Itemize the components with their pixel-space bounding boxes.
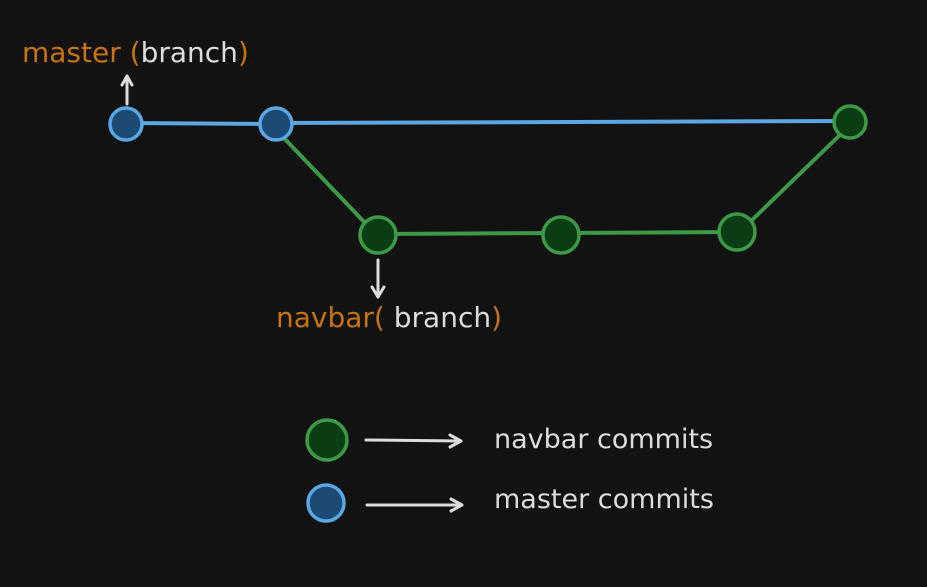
navbar-edge-merge <box>748 130 845 224</box>
master-commit-node <box>108 106 144 142</box>
legend-navbar-label: navbar commits <box>494 424 713 455</box>
legend: navbar commits master commits <box>305 418 714 523</box>
navbar-branch-label: navbar( branch) <box>276 301 502 334</box>
navbar-pointer-arrow <box>370 258 386 299</box>
legend-navbar-swatch <box>305 418 349 462</box>
navbar-edge-2 <box>559 230 739 235</box>
navbar-commit-node <box>358 215 398 255</box>
legend-master-label: master commits <box>494 484 714 515</box>
master-edge-1 <box>124 121 278 126</box>
master-commit-node <box>258 106 294 142</box>
legend-navbar-arrow <box>364 433 463 449</box>
navbar-commit-node <box>717 212 757 252</box>
master-branch-label: master (branch) <box>22 36 249 69</box>
master-pointer-arrow <box>120 74 134 106</box>
master-edge-2 <box>274 119 852 125</box>
legend-master-arrow <box>365 497 464 513</box>
navbar-commit-node <box>541 215 581 255</box>
navbar-edge-1 <box>376 231 563 236</box>
navbar-edge-branch-out <box>280 134 370 228</box>
legend-master-swatch <box>306 483 346 523</box>
merge-commit-node <box>832 104 868 140</box>
